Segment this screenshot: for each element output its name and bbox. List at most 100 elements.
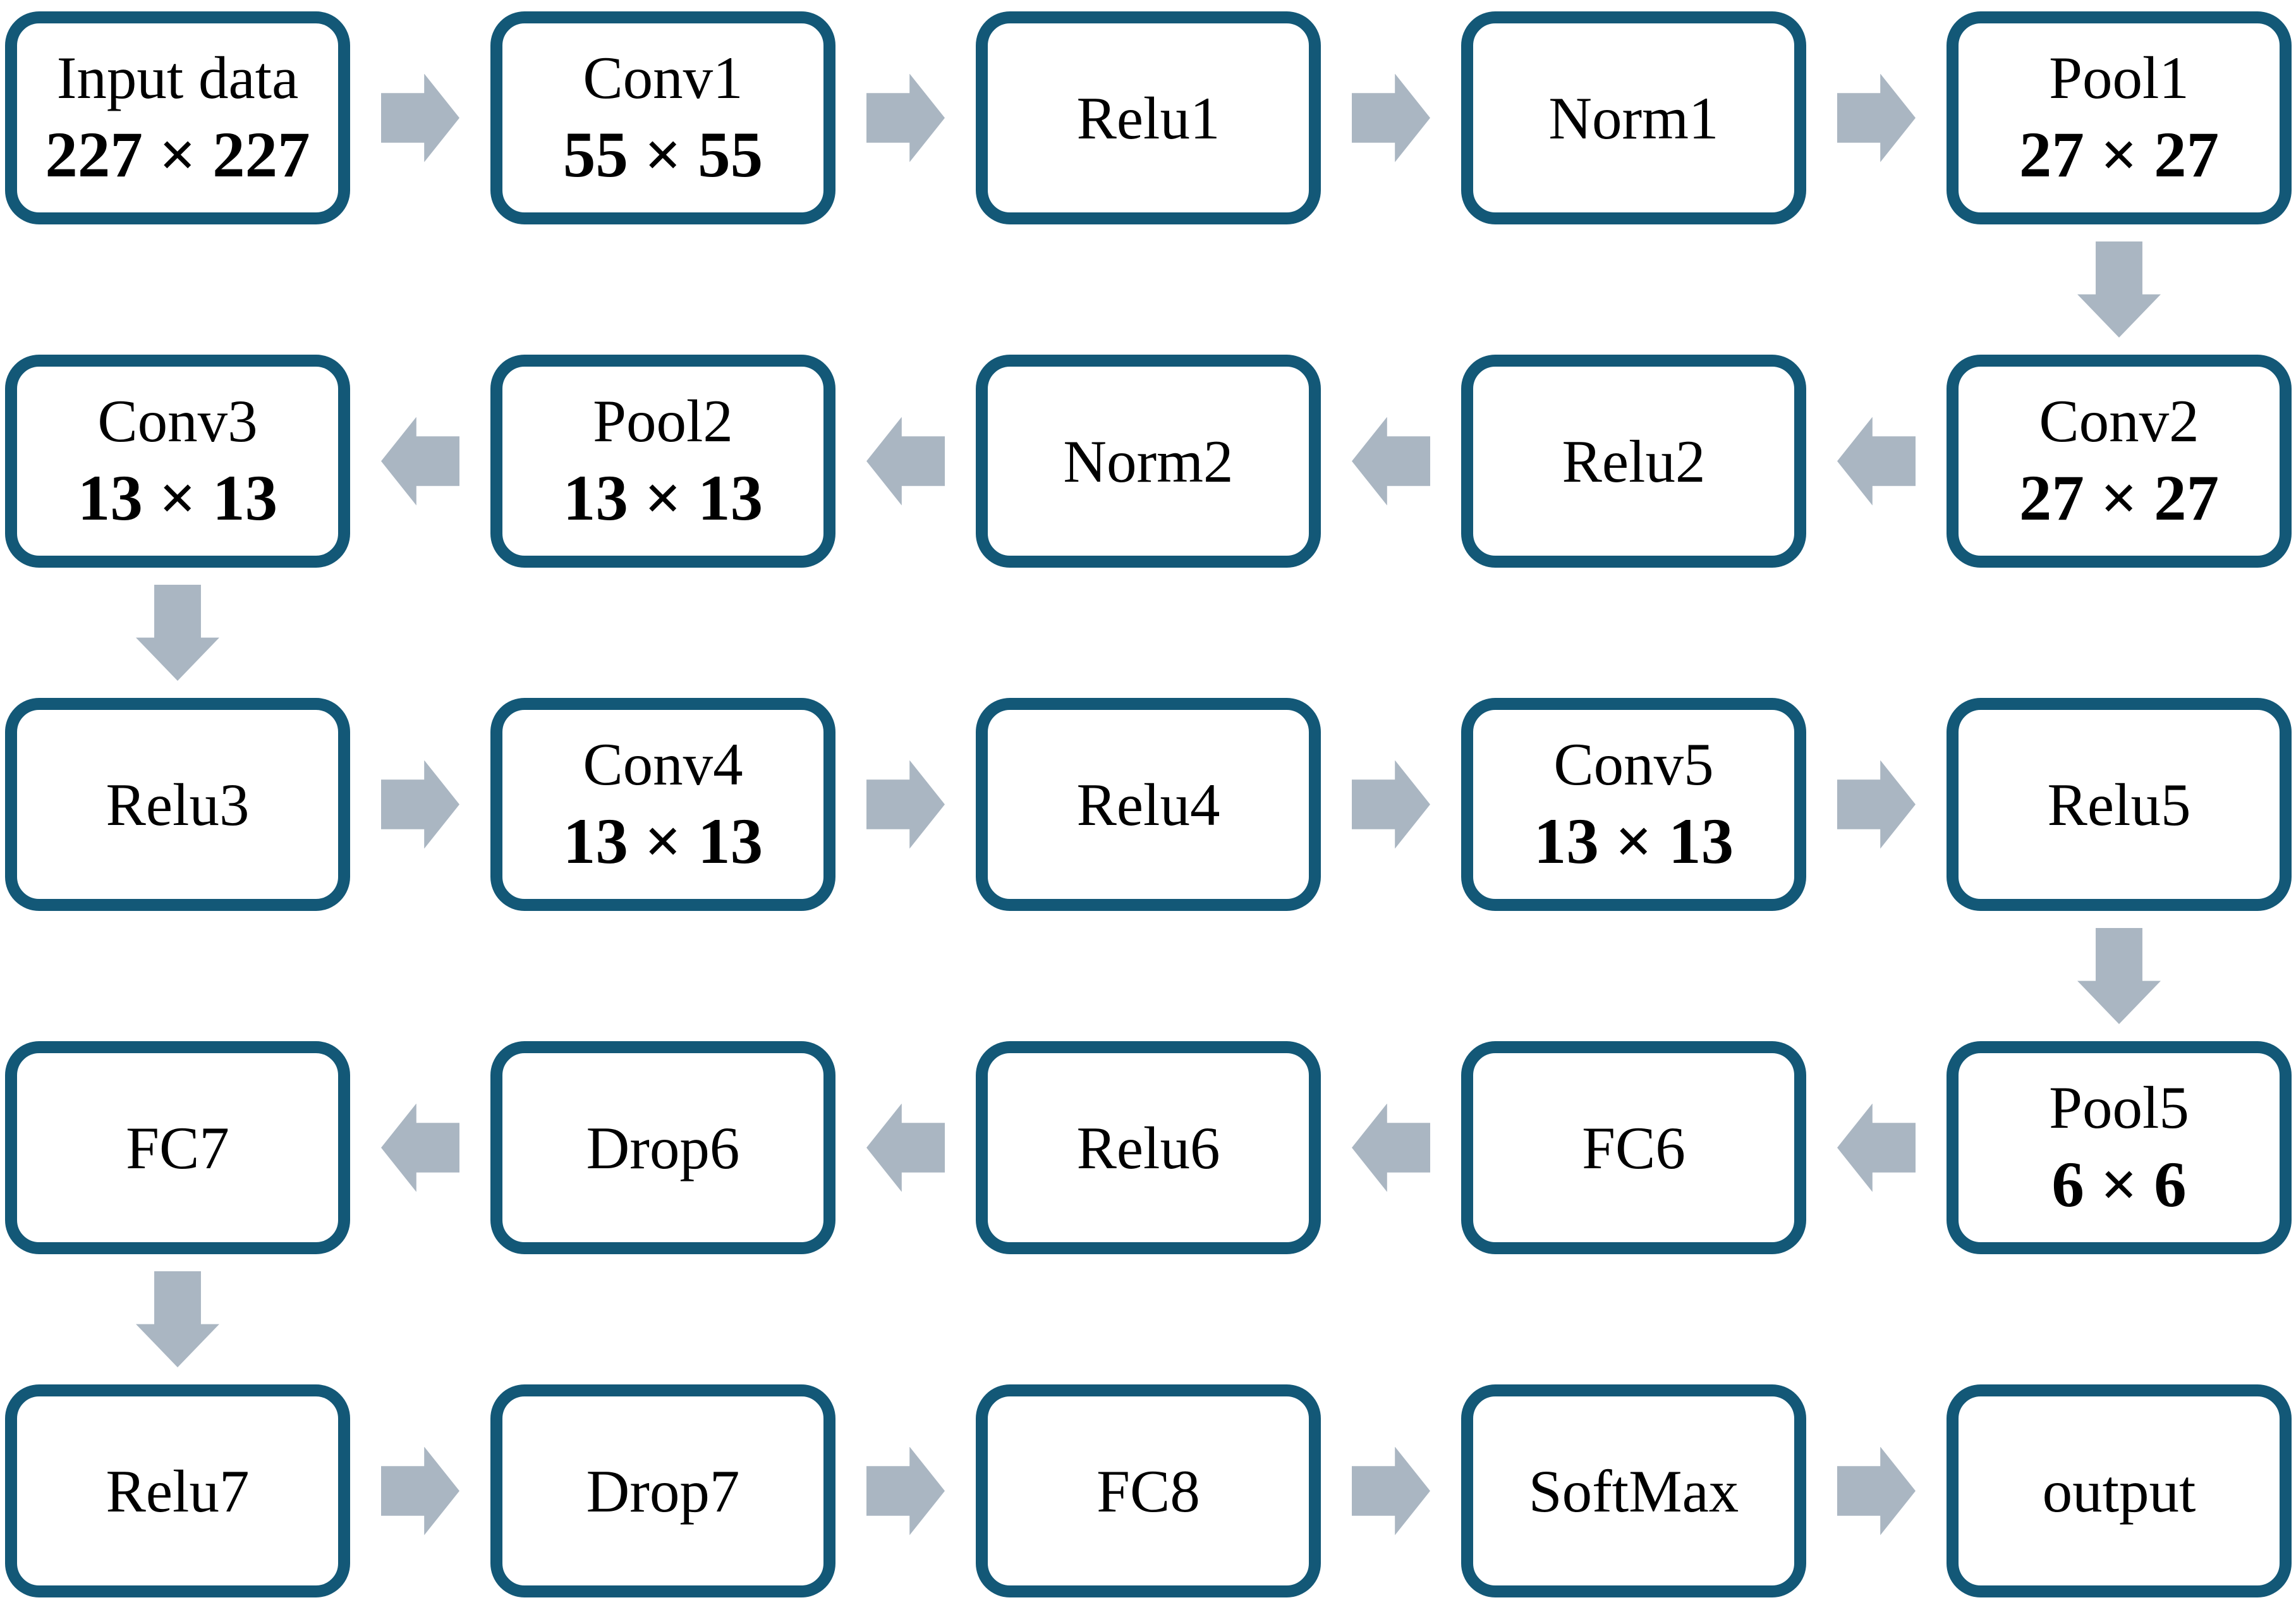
node-label: Conv4 [583, 730, 743, 798]
connector [1806, 11, 1947, 224]
node-fc8: FC8 [976, 1384, 1321, 1597]
connector [835, 1041, 976, 1254]
connector [1806, 1041, 1947, 1254]
node-label: Drop6 [586, 1114, 740, 1182]
node-dimension: 13 × 13 [1533, 805, 1734, 877]
node-label: Relu6 [1076, 1114, 1220, 1182]
node-relu2: Relu2 [1461, 355, 1806, 568]
node-label: Drop7 [586, 1457, 740, 1525]
node-label: Pool2 [593, 387, 733, 455]
connector [350, 11, 490, 224]
node-label: SoftMax [1528, 1457, 1739, 1525]
connector [5, 1254, 350, 1384]
connector [835, 698, 976, 911]
node-label: Norm1 [1548, 84, 1719, 152]
node-label: Norm2 [1063, 427, 1234, 495]
node-label: Conv5 [1553, 730, 1714, 798]
connector [1321, 355, 1461, 568]
node-relu4: Relu4 [976, 698, 1321, 911]
node-label: Pool1 [2049, 44, 2189, 111]
arrow-left-icon [866, 417, 945, 506]
arrow-down-icon [136, 585, 219, 681]
node-pool1: Pool1 27 × 27 [1947, 11, 2292, 224]
node-label: FC6 [1582, 1114, 1686, 1182]
arrow-left-icon [1352, 1103, 1430, 1192]
connector [835, 1384, 976, 1597]
flowchart-grid: Input data 227 × 227 Conv1 55 × 55 Relu1… [5, 11, 2292, 1597]
arrow-down-icon [2077, 241, 2161, 338]
node-label: FC8 [1096, 1457, 1200, 1525]
arrow-right-icon [381, 760, 459, 849]
connector [1321, 1041, 1461, 1254]
node-relu7: Relu7 [5, 1384, 350, 1597]
node-output: output [1947, 1384, 2292, 1597]
connector [350, 1384, 490, 1597]
arrow-down-icon [2077, 928, 2161, 1024]
node-dimension: 13 × 13 [77, 461, 278, 534]
node-pool5: Pool5 6 × 6 [1947, 1041, 2292, 1254]
connector [1321, 698, 1461, 911]
arrow-right-icon [1352, 1446, 1430, 1536]
node-dimension: 13 × 13 [562, 461, 763, 534]
node-label: Relu4 [1076, 771, 1220, 838]
connector [835, 355, 976, 568]
node-conv1: Conv1 55 × 55 [490, 11, 835, 224]
node-dimension: 55 × 55 [562, 118, 763, 191]
node-fc7: FC7 [5, 1041, 350, 1254]
node-relu5: Relu5 [1947, 698, 2292, 911]
node-input-data: Input data 227 × 227 [5, 11, 350, 224]
node-label: Pool5 [2049, 1073, 2189, 1141]
node-conv5: Conv5 13 × 13 [1461, 698, 1806, 911]
node-dimension: 227 × 227 [45, 118, 310, 191]
node-label: Relu5 [2047, 771, 2191, 838]
arrow-right-icon [1837, 73, 1916, 162]
node-dimension: 13 × 13 [562, 805, 763, 877]
node-dimension: 27 × 27 [2019, 118, 2220, 191]
node-label: Relu3 [106, 771, 250, 838]
node-label: Relu2 [1562, 427, 1706, 495]
node-relu6: Relu6 [976, 1041, 1321, 1254]
connector [350, 355, 490, 568]
arrow-left-icon [381, 1103, 459, 1192]
connector [1321, 11, 1461, 224]
node-dimension: 27 × 27 [2019, 461, 2220, 534]
node-norm1: Norm1 [1461, 11, 1806, 224]
arrow-right-icon [866, 760, 945, 849]
node-softmax: SoftMax [1461, 1384, 1806, 1597]
arrow-right-icon [1837, 760, 1916, 849]
arrow-down-icon [136, 1271, 219, 1367]
arrow-left-icon [866, 1103, 945, 1192]
arrow-right-icon [1352, 760, 1430, 849]
arrow-left-icon [1837, 417, 1916, 506]
node-drop7: Drop7 [490, 1384, 835, 1597]
node-label: FC7 [126, 1114, 229, 1182]
arrow-left-icon [1837, 1103, 1916, 1192]
arrow-right-icon [1837, 1446, 1916, 1536]
node-label: output [2042, 1457, 2196, 1525]
connector [1806, 698, 1947, 911]
connector [1806, 355, 1947, 568]
node-label: Input data [56, 44, 299, 111]
connector [1947, 911, 2292, 1041]
node-relu3: Relu3 [5, 698, 350, 911]
node-norm2: Norm2 [976, 355, 1321, 568]
connector [350, 698, 490, 911]
arrow-right-icon [381, 73, 459, 162]
connector [1321, 1384, 1461, 1597]
node-label: Conv3 [97, 387, 258, 455]
node-conv2: Conv2 27 × 27 [1947, 355, 2292, 568]
connector [1947, 224, 2292, 355]
arrow-right-icon [381, 1446, 459, 1536]
node-conv4: Conv4 13 × 13 [490, 698, 835, 911]
connector [835, 11, 976, 224]
arrow-right-icon [866, 1446, 945, 1536]
arrow-left-icon [1352, 417, 1430, 506]
arrow-right-icon [866, 73, 945, 162]
node-label: Relu7 [106, 1457, 250, 1525]
node-dimension: 6 × 6 [2051, 1148, 2187, 1221]
arrow-left-icon [381, 417, 459, 506]
connector [5, 568, 350, 698]
node-relu1: Relu1 [976, 11, 1321, 224]
node-drop6: Drop6 [490, 1041, 835, 1254]
